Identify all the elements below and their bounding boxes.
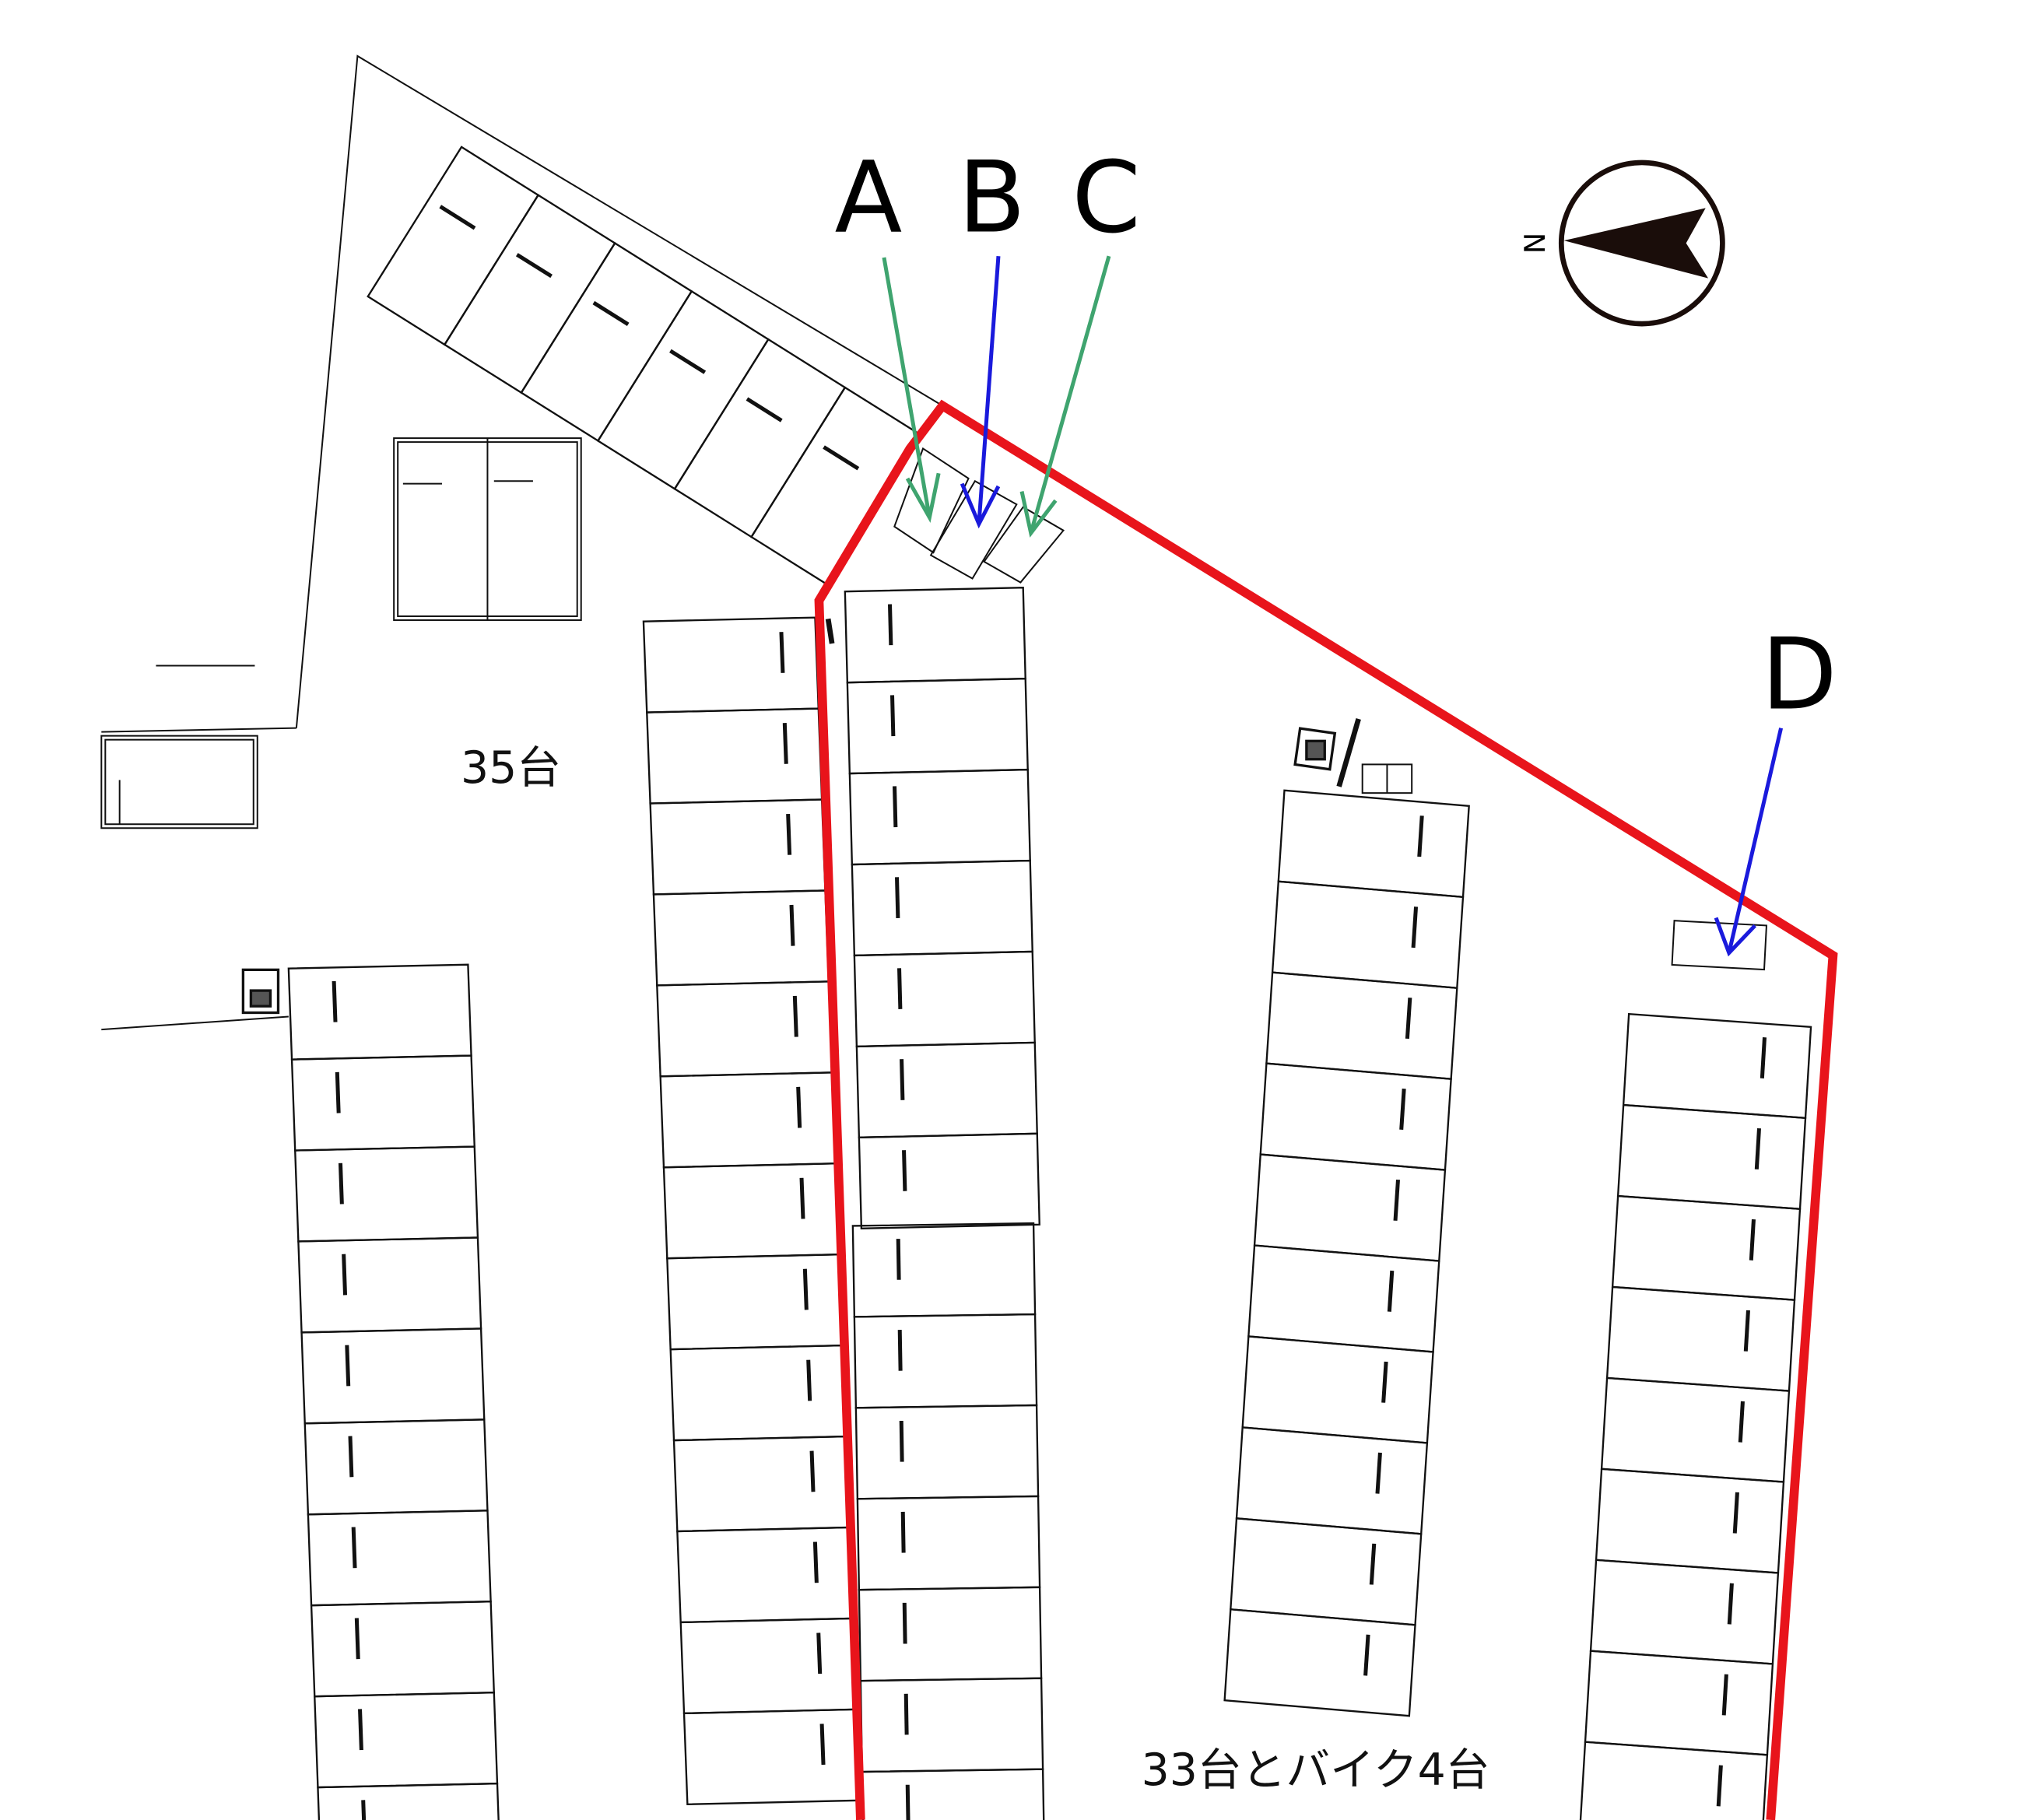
parking-stall bbox=[1223, 1608, 1416, 1717]
parking-stall bbox=[290, 1054, 475, 1152]
parking-stall bbox=[303, 1418, 489, 1516]
parking-stall bbox=[854, 1404, 1040, 1500]
parking-stall bbox=[1247, 1244, 1440, 1353]
site-boundary-line bbox=[295, 54, 943, 728]
parking-row bbox=[1223, 789, 1470, 1717]
parking-stall bbox=[656, 980, 833, 1078]
parking-stall bbox=[1277, 789, 1470, 899]
parking-stall bbox=[676, 1526, 854, 1624]
parking-row bbox=[367, 146, 924, 587]
parking-stall bbox=[853, 1313, 1038, 1409]
parking-stall bbox=[1259, 1062, 1452, 1171]
parking-stall bbox=[1589, 1559, 1780, 1665]
parking-stall bbox=[858, 1586, 1043, 1682]
parking-stall bbox=[851, 1222, 1037, 1318]
parking-stall bbox=[1595, 1468, 1785, 1574]
parking-stall bbox=[642, 616, 819, 714]
parking-stall bbox=[856, 1495, 1041, 1591]
parking-stall bbox=[858, 1132, 1040, 1229]
parking-stall bbox=[844, 587, 1026, 684]
parking-stall bbox=[1622, 1012, 1812, 1120]
compass-icon: N bbox=[1518, 160, 1725, 327]
label-c: C bbox=[1072, 139, 1141, 254]
parking-stall bbox=[682, 1708, 861, 1806]
ticket-machine-icon bbox=[241, 718, 1413, 1015]
parking-stall bbox=[307, 1510, 492, 1607]
parking-stall bbox=[1600, 1376, 1791, 1483]
arrow-a bbox=[882, 257, 941, 524]
parking-stall bbox=[652, 889, 830, 987]
parking-row bbox=[844, 587, 1040, 1229]
parking-stall bbox=[861, 1768, 1045, 1820]
arrow-d bbox=[1714, 728, 1784, 957]
parking-rows bbox=[287, 146, 1812, 1820]
label-b: B bbox=[958, 139, 1026, 254]
parking-row bbox=[287, 963, 500, 1820]
parking-stall bbox=[367, 146, 540, 346]
parking-stall bbox=[1241, 1335, 1434, 1444]
highlight-boundary bbox=[814, 399, 1838, 1820]
parking-stall bbox=[287, 963, 472, 1061]
parking-stall bbox=[669, 1344, 847, 1442]
parking-stall bbox=[1611, 1194, 1802, 1301]
parking-stall bbox=[1235, 1426, 1429, 1535]
parking-stall bbox=[646, 707, 823, 805]
parking-stall bbox=[666, 1253, 844, 1351]
site-boundary-line bbox=[101, 1015, 289, 1031]
parking-stall bbox=[1605, 1285, 1796, 1392]
parking-stall bbox=[859, 1677, 1044, 1773]
label-d: D bbox=[1761, 617, 1837, 732]
parking-stall bbox=[851, 859, 1033, 957]
parking-stall bbox=[846, 677, 1029, 775]
parking-stall bbox=[317, 1782, 500, 1820]
parking-stall bbox=[679, 1617, 857, 1715]
parking-stall bbox=[1584, 1650, 1774, 1756]
parking-stall bbox=[314, 1691, 499, 1789]
parking-stall bbox=[662, 1162, 840, 1260]
parking-stall bbox=[672, 1435, 851, 1533]
arrow-c bbox=[1019, 255, 1111, 538]
left-area-capacity: 35台 bbox=[461, 742, 561, 794]
compass-north-label: N bbox=[1518, 233, 1552, 254]
parking-stall bbox=[1271, 880, 1465, 989]
parking-stall bbox=[659, 1071, 837, 1169]
parking-row bbox=[1579, 1012, 1812, 1820]
parking-stall bbox=[853, 950, 1036, 1048]
parking-stall bbox=[1253, 1153, 1447, 1262]
parking-stall bbox=[1579, 1741, 1769, 1820]
arrow-b bbox=[960, 256, 1001, 529]
small-stalls-abc bbox=[893, 447, 1065, 584]
motorbike-area-d bbox=[1671, 920, 1768, 971]
site-boundary-line bbox=[101, 727, 296, 733]
parking-stall bbox=[300, 1327, 486, 1425]
label-a: A bbox=[834, 139, 902, 254]
parking-stall bbox=[855, 1041, 1038, 1139]
parking-row bbox=[642, 616, 861, 1806]
site-outline bbox=[100, 54, 943, 1031]
parking-stall bbox=[1265, 971, 1458, 1080]
parking-stall bbox=[310, 1601, 496, 1698]
parking-stall bbox=[848, 768, 1031, 866]
right-area-capacity: 33台とバイク4台 bbox=[1142, 1745, 1490, 1796]
parking-stall bbox=[297, 1236, 482, 1334]
parking-stall bbox=[104, 738, 254, 826]
parking-stall bbox=[1230, 1517, 1423, 1626]
parking-row bbox=[851, 1222, 1045, 1820]
parking-stall bbox=[1616, 1103, 1807, 1210]
parking-stall bbox=[100, 735, 258, 829]
parking-stall bbox=[293, 1145, 479, 1243]
parking-stall bbox=[649, 798, 826, 896]
